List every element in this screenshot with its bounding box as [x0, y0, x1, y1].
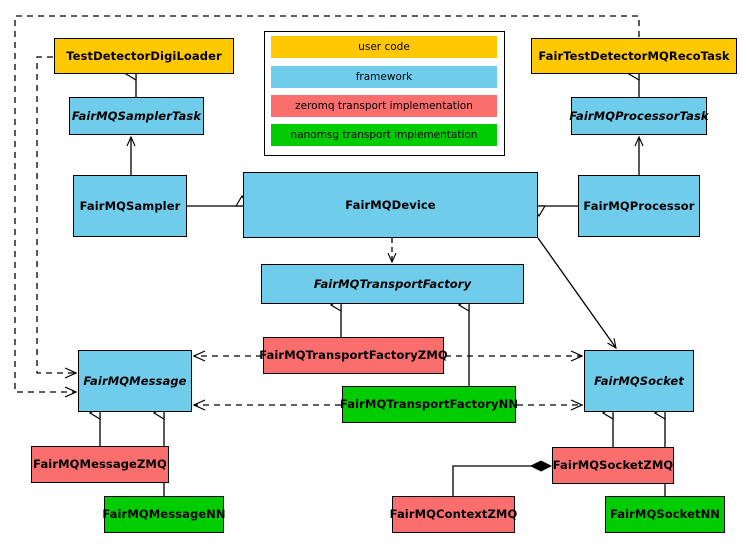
legend-item-user-code: user code — [271, 36, 497, 58]
class-node-fair-mq-socket-nn[interactable]: FairMQSocketNN — [605, 496, 725, 533]
class-node-fair-mq-processor-task[interactable]: FairMQProcessorTask — [569, 97, 709, 135]
class-label: FairMQProcessorTask — [569, 108, 709, 123]
class-node-fair-mq-message[interactable]: FairMQMessage — [78, 350, 192, 412]
class-label: TestDetectorDigiLoader — [66, 48, 222, 63]
class-node-fair-mq-message-nn[interactable]: FairMQMessageNN — [102, 496, 226, 533]
legend-label-nanomsg: nanomsg transport implementation — [290, 129, 478, 141]
class-node-fair-mq-socket[interactable]: FairMQSocket — [584, 350, 694, 412]
class-node-fair-mq-transport-factory[interactable]: FairMQTransportFactory — [261, 264, 524, 304]
class-label: FairMQProcessor — [583, 198, 695, 213]
class-node-fair-mq-transport-factory-zmq[interactable]: FairMQTransportFactoryZMQ — [259, 337, 448, 374]
class-label: FairMQTransportFactoryZMQ — [259, 348, 448, 363]
class-label: FairMQMessageZMQ — [33, 457, 167, 472]
class-node-fair-test-detector-mq-reco-task[interactable]: FairTestDetectorMQRecoTask — [531, 38, 737, 74]
class-node-fair-mq-processor[interactable]: FairMQProcessor — [578, 175, 700, 237]
legend-label-zeromq: zeromq transport implementation — [295, 100, 473, 112]
legend-label-user-code: user code — [358, 41, 410, 53]
legend-item-zeromq: zeromq transport implementation — [271, 95, 497, 117]
class-label: FairMQMessage — [83, 373, 187, 388]
class-label: FairMQTransportFactoryNN — [339, 397, 519, 412]
class-node-fair-mq-sampler[interactable]: FairMQSampler — [73, 175, 187, 237]
class-node-fair-mq-message-zmq[interactable]: FairMQMessageZMQ — [31, 446, 169, 483]
class-label: FairMQContextZMQ — [389, 507, 518, 522]
class-label: FairMQDevice — [345, 197, 436, 212]
class-label: FairTestDetectorMQRecoTask — [538, 48, 730, 63]
class-node-fair-mq-context-zmq[interactable]: FairMQContextZMQ — [389, 496, 518, 533]
class-label: FairMQSocket — [594, 373, 684, 388]
class-label: FairMQSamplerTask — [71, 108, 202, 123]
class-node-test-detector-digi-loader[interactable]: TestDetectorDigiLoader — [54, 38, 234, 74]
legend-item-framework: framework — [271, 66, 497, 88]
class-node-fair-mq-sampler-task[interactable]: FairMQSamplerTask — [69, 97, 204, 135]
class-label: FairMQMessageNN — [102, 507, 226, 522]
class-label: FairMQSocketNN — [609, 507, 721, 522]
legend-item-nanomsg: nanomsg transport implementation — [271, 124, 497, 146]
class-label: FairMQSocketZMQ — [552, 458, 674, 473]
class-node-fair-mq-device[interactable]: FairMQDevice — [243, 172, 538, 238]
class-label: FairMQSampler — [79, 198, 181, 213]
legend-label-framework: framework — [355, 71, 413, 83]
class-node-fair-mq-transport-factory-nn[interactable]: FairMQTransportFactoryNN — [339, 386, 519, 423]
class-label: FairMQTransportFactory — [313, 276, 472, 291]
class-node-fair-mq-socket-zmq[interactable]: FairMQSocketZMQ — [552, 447, 674, 484]
